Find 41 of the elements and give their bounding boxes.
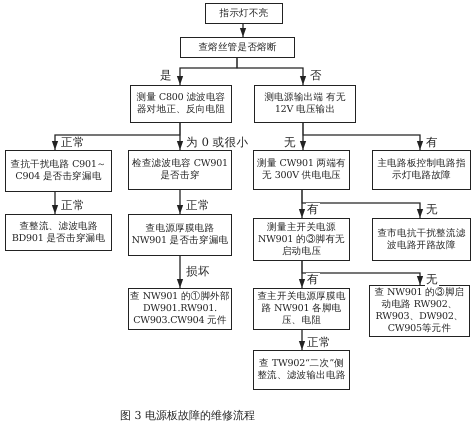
arrow xyxy=(298,330,306,350)
arrow xyxy=(240,24,246,37)
edge-label: 正常 xyxy=(60,199,86,212)
process-box: 查整流、滤波电路 BD901 是否击穿漏电 xyxy=(5,214,112,251)
process-box: 测量 C800 滤波电容器对地正、反向电阻 xyxy=(130,85,232,123)
edge-label: 否 xyxy=(309,69,323,82)
process-box: 查熔丝管是否熔断 xyxy=(180,37,295,58)
process-box: 查 NW901 的③脚启动电路 RW902、RW903、DW902、CW905等元件 xyxy=(369,285,470,337)
process-box: 查电源厚膜电路 NW901 是否击穿漏电 xyxy=(128,214,232,256)
process-box: 指示灯不亮 xyxy=(205,3,283,24)
process-box: 测量主开关电源 NW901 的③脚有无启动电压 xyxy=(253,218,350,261)
arrow xyxy=(176,190,184,214)
edge-label: 无 xyxy=(425,203,439,216)
edge-label: 正常 xyxy=(185,199,211,212)
edge-label: 损坏 xyxy=(185,265,211,278)
process-box: 主电路板控制电路指示灯电路故障 xyxy=(372,150,471,190)
arrow xyxy=(176,123,184,150)
edge-label: 为 0 或很小 xyxy=(185,136,250,149)
arrow xyxy=(302,123,424,150)
process-box: 查市电抗干扰整流滤波电路开路故障 xyxy=(372,218,471,261)
arrow xyxy=(52,192,58,214)
arrow xyxy=(301,261,424,285)
edge-label: 正常 xyxy=(60,136,86,149)
process-box: 查抗干扰电路 C901～C904 是否击穿漏电 xyxy=(5,150,112,192)
process-box: 查主开关电源厚膜电路 NW901 各脚电压、电阻 xyxy=(253,288,350,330)
process-box: 测电源输出端 有无 12V 电压输出 xyxy=(254,85,356,123)
arrow xyxy=(236,58,306,85)
edge-label: 无 xyxy=(425,273,439,286)
arrow xyxy=(176,256,184,288)
process-box: 查 TW902“二次”侧整流、滤波输出电路 xyxy=(253,350,350,390)
edge-label: 有 xyxy=(425,136,439,149)
caption: 图 3 电源板故障的维修流程 xyxy=(120,408,255,423)
edge-label: 有 xyxy=(306,203,320,216)
edge-label: 是 xyxy=(159,69,173,82)
process-box: 检查滤波电容 CW901 是否击穿 xyxy=(128,150,232,190)
edge-label: 无 xyxy=(283,136,297,149)
process-box: 测量 CW901 两端有无 300V 供电电压 xyxy=(253,150,350,190)
process-box: 查 NW901 的①脚外部 DW901.RW901. CW903.CW904 元件 xyxy=(128,288,232,330)
edge-label: 正常 xyxy=(306,336,332,349)
edge-label: 有 xyxy=(306,273,320,286)
arrow xyxy=(301,190,424,218)
